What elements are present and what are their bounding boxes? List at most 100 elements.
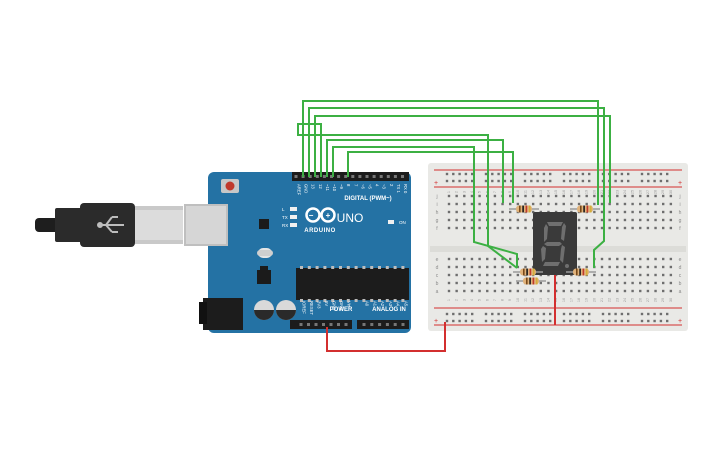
breadboard-hole[interactable] [501, 289, 504, 293]
breadboard-hole[interactable] [570, 281, 573, 285]
breadboard-hole[interactable] [577, 218, 581, 222]
breadboard-hole[interactable] [646, 257, 650, 261]
breadboard-hole[interactable] [631, 273, 634, 277]
rail-hole[interactable] [497, 319, 500, 323]
rail-hole[interactable] [549, 319, 552, 323]
rail-hole[interactable] [542, 312, 546, 316]
rail-hole[interactable] [542, 179, 546, 183]
breadboard-hole[interactable] [654, 265, 657, 269]
breadboard-hole[interactable] [646, 210, 650, 214]
breadboard-hole[interactable] [600, 265, 604, 269]
breadboard-hole[interactable] [447, 202, 451, 206]
breadboard-hole[interactable] [493, 273, 497, 277]
rail-hole[interactable] [458, 319, 461, 323]
breadboard-hole[interactable] [646, 265, 650, 269]
rail-hole[interactable] [471, 312, 474, 316]
rail-hole[interactable] [497, 179, 500, 183]
rail-hole[interactable] [659, 312, 663, 316]
breadboard-hole[interactable] [577, 202, 581, 206]
rail-hole[interactable] [523, 319, 527, 323]
breadboard-hole[interactable] [669, 210, 673, 214]
breadboard-hole[interactable] [600, 218, 604, 222]
breadboard-hole[interactable] [646, 226, 650, 230]
breadboard-hole[interactable] [616, 281, 619, 285]
analog-pin-hole[interactable] [370, 323, 374, 326]
rail-hole[interactable] [562, 179, 566, 183]
rail-hole[interactable] [497, 312, 500, 316]
breadboard-hole[interactable] [478, 218, 481, 222]
digital-pin-hole[interactable] [358, 175, 362, 178]
breadboard-hole[interactable] [631, 257, 634, 261]
breadboard-hole[interactable] [654, 202, 657, 206]
breadboard-hole[interactable] [631, 281, 634, 285]
rail-hole[interactable] [458, 179, 461, 183]
rail-hole[interactable] [484, 179, 488, 183]
breadboard-hole[interactable] [639, 273, 642, 277]
breadboard-hole[interactable] [486, 265, 489, 269]
breadboard-hole[interactable] [623, 226, 627, 230]
breadboard-hole[interactable] [608, 218, 611, 222]
breadboard-hole[interactable] [631, 218, 634, 222]
signal-wires[interactable] [297, 100, 611, 269]
breadboard-hole[interactable] [539, 289, 542, 293]
rail-hole[interactable] [503, 179, 507, 183]
breadboard-hole[interactable] [562, 289, 565, 293]
rail-hole[interactable] [445, 312, 449, 316]
rail-hole[interactable] [569, 179, 572, 183]
rail-hole[interactable] [581, 312, 585, 316]
breadboard-hole[interactable] [585, 202, 588, 206]
breadboard-hole[interactable] [646, 273, 650, 277]
breadboard-hole[interactable] [608, 257, 611, 261]
breadboard-hole[interactable] [570, 202, 573, 206]
breadboard-hole[interactable] [593, 210, 596, 214]
rail-hole[interactable] [627, 172, 630, 176]
breadboard-hole[interactable] [516, 218, 520, 222]
breadboard-hole[interactable] [631, 226, 634, 230]
breadboard-hole[interactable] [463, 257, 466, 261]
breadboard-hole[interactable] [669, 194, 673, 198]
breadboard-hole[interactable] [470, 194, 474, 198]
breadboard-hole[interactable] [616, 202, 619, 206]
power-pin-hole[interactable] [337, 323, 340, 326]
breadboard-hole[interactable] [623, 202, 627, 206]
breadboard-hole[interactable] [531, 289, 535, 293]
breadboard-hole[interactable] [447, 289, 451, 293]
breadboard-hole[interactable] [516, 273, 520, 277]
breadboard-hole[interactable] [585, 194, 588, 198]
rail-hole[interactable] [536, 172, 539, 176]
power-pin-hole[interactable] [329, 323, 333, 326]
digital-pin-hole[interactable] [386, 175, 390, 178]
breadboard-hole[interactable] [646, 218, 650, 222]
breadboard-hole[interactable] [562, 194, 565, 198]
breadboard-hole[interactable] [616, 273, 619, 277]
rail-hole[interactable] [647, 319, 650, 323]
breadboard-hole[interactable] [470, 218, 474, 222]
breadboard-hole[interactable] [623, 281, 627, 285]
breadboard-hole[interactable] [463, 281, 466, 285]
breadboard-hole[interactable] [570, 289, 573, 293]
breadboard-hole[interactable] [531, 210, 535, 214]
breadboard-hole[interactable] [593, 273, 596, 277]
breadboard-hole[interactable] [524, 202, 527, 206]
rail-hole[interactable] [503, 312, 507, 316]
breadboard-hole[interactable] [646, 202, 650, 206]
rail-hole[interactable] [614, 312, 617, 316]
rail-hole[interactable] [491, 179, 494, 183]
breadboard-hole[interactable] [639, 218, 642, 222]
breadboard-hole[interactable] [562, 281, 565, 285]
rail-hole[interactable] [659, 179, 663, 183]
breadboard-hole[interactable] [516, 289, 520, 293]
breadboard-hole[interactable] [509, 265, 512, 269]
breadboard-hole[interactable] [493, 202, 497, 206]
rail-hole[interactable] [491, 172, 494, 176]
breadboard-hole[interactable] [623, 273, 627, 277]
rail-hole[interactable] [562, 312, 566, 316]
breadboard-hole[interactable] [493, 289, 497, 293]
breadboard-hole[interactable] [669, 273, 673, 277]
breadboard-hole[interactable] [509, 289, 512, 293]
breadboard-hole[interactable] [623, 265, 627, 269]
breadboard-hole[interactable] [577, 281, 581, 285]
breadboard-hole[interactable] [455, 218, 458, 222]
breadboard-hole[interactable] [509, 210, 512, 214]
rail-hole[interactable] [452, 312, 455, 316]
